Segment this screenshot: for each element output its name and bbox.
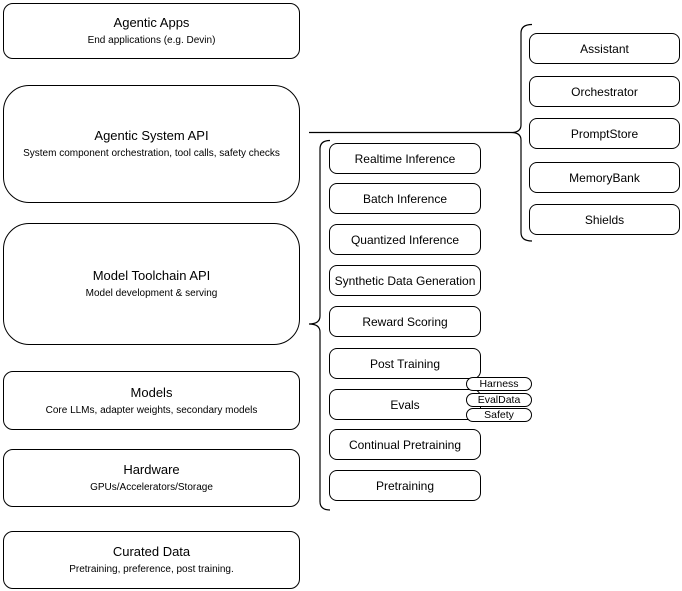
box-title: Hardware [123, 462, 180, 477]
box-title: Models [130, 384, 173, 400]
box-curated-data: Curated Data Pretraining, preference, po… [3, 531, 300, 589]
evals-tag-label: EvalData [477, 394, 521, 406]
evals-tag-safety: Safety [466, 408, 532, 422]
box-subtitle: System component orchestration, tool cal… [23, 148, 280, 159]
box-subtitle: Core LLMs, adapter weights, secondary mo… [45, 404, 258, 416]
box-model-toolchain-api: Model Toolchain API Model development & … [3, 223, 300, 345]
component-box-assistant: Assistant [529, 33, 680, 64]
toolchain-box-post-training: Post Training [329, 348, 481, 379]
component-box-memorybank: MemoryBank [529, 162, 680, 193]
box-title: Curated Data [112, 544, 191, 559]
box-hardware: Hardware GPUs/Accelerators/Storage [3, 449, 300, 507]
component-label: Assistant [580, 41, 629, 56]
evals-tag-evaldata: EvalData [466, 393, 532, 407]
box-subtitle: End applications (e.g. Devin) [87, 35, 216, 46]
toolchain-label: Realtime Inference [354, 151, 456, 166]
component-box-promptstore: PromptStore [529, 118, 680, 149]
toolchain-box-evals: Evals [329, 389, 481, 420]
toolchain-label: Quantized Inference [350, 232, 460, 247]
box-agentic-system-api: Agentic System API System component orch… [3, 85, 300, 203]
component-label: PromptStore [570, 126, 639, 141]
evals-tag-label: Harness [479, 378, 519, 390]
toolchain-label: Evals [390, 397, 420, 412]
toolchain-label: Synthetic Data Generation [334, 273, 476, 288]
box-title: Agentic System API [94, 128, 209, 143]
toolchain-label: Reward Scoring [362, 314, 448, 329]
box-agentic-apps: Agentic Apps End applications (e.g. Devi… [3, 3, 300, 59]
box-models: Models Core LLMs, adapter weights, secon… [3, 371, 300, 430]
toolchain-box-realtime-inference: Realtime Inference [329, 143, 481, 174]
toolchain-label: Post Training [369, 356, 441, 371]
component-label: MemoryBank [569, 170, 640, 185]
component-box-orchestrator: Orchestrator [529, 76, 680, 107]
evals-tag-harness: Harness [466, 377, 532, 391]
evals-tag-label: Safety [484, 409, 514, 421]
toolchain-label: Batch Inference [362, 191, 448, 206]
box-subtitle: Pretraining, preference, post training. [69, 564, 234, 575]
toolchain-box-continual-pretraining: Continual Pretraining [329, 429, 481, 460]
toolchain-box-quantized-inference: Quantized Inference [329, 224, 481, 255]
toolchain-label: Pretraining [375, 478, 435, 493]
toolchain-box-synthetic-data-generation: Synthetic Data Generation [329, 265, 481, 296]
toolchain-brace [308, 139, 331, 511]
toolchain-label: Continual Pretraining [348, 437, 462, 452]
box-title: Agentic Apps [113, 15, 190, 30]
component-label: Orchestrator [571, 84, 638, 99]
toolchain-box-batch-inference: Batch Inference [329, 183, 481, 214]
toolchain-box-pretraining: Pretraining [329, 470, 481, 501]
box-subtitle: GPUs/Accelerators/Storage [90, 482, 213, 493]
box-subtitle: Model development & serving [85, 288, 218, 299]
component-box-shields: Shields [529, 204, 680, 235]
toolchain-box-reward-scoring: Reward Scoring [329, 306, 481, 337]
component-label: Shields [584, 212, 625, 227]
box-title: Model Toolchain API [92, 268, 211, 283]
